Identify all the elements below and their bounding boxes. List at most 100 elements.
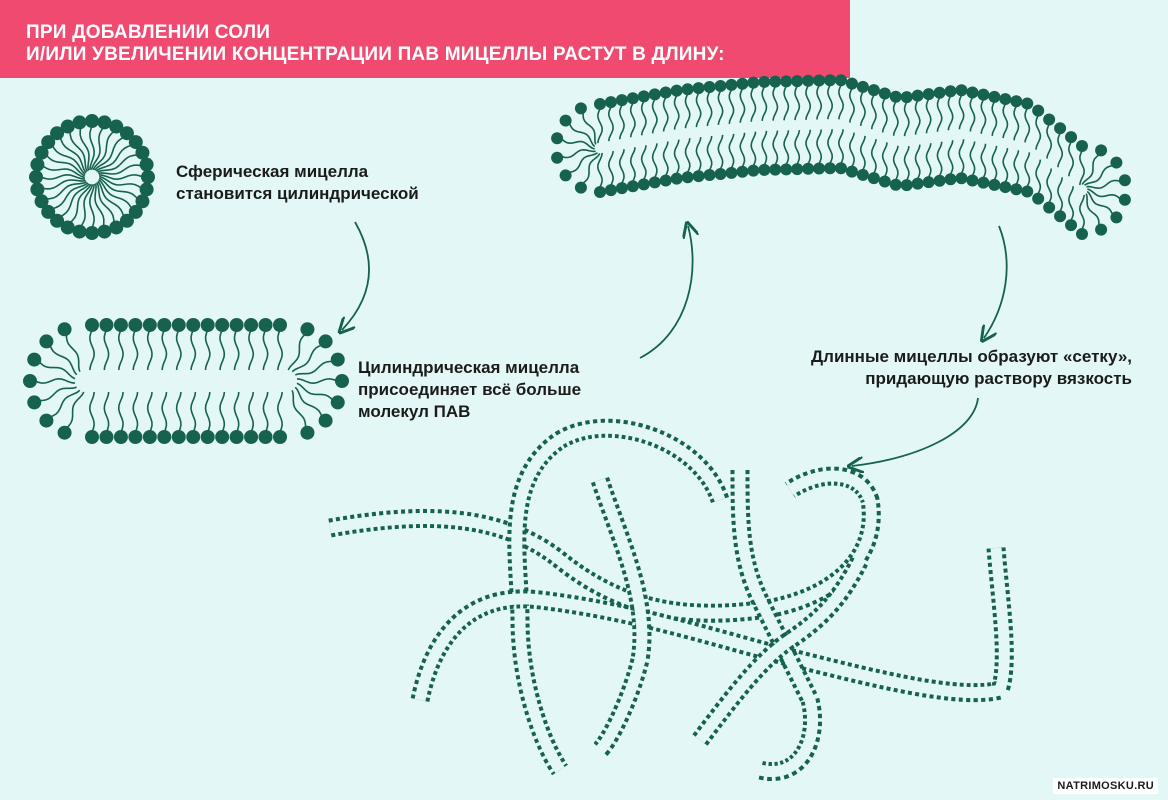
- surfactant-head: [559, 169, 572, 182]
- surfactant-head: [615, 182, 628, 195]
- arrow-cylinder-to-long: [639, 226, 693, 359]
- surfactant-head: [559, 114, 572, 127]
- surfactant-head: [1118, 193, 1131, 206]
- surfactant-tail: [88, 183, 95, 229]
- surfactant-head: [109, 220, 124, 235]
- surfactant-tail: [980, 143, 987, 179]
- surfactant-tail: [805, 85, 812, 120]
- surfactant-head: [889, 178, 902, 191]
- surfactant-head: [119, 213, 134, 228]
- surfactant-head: [725, 166, 738, 179]
- header-line-1: ПРИ ДОБАВЛЕНИИ СОЛИ: [26, 22, 271, 43]
- surfactant-head: [1021, 185, 1034, 198]
- surfactant-head: [835, 74, 847, 87]
- surfactant-head: [626, 180, 639, 193]
- surfactant-tail: [1081, 154, 1100, 185]
- surfactant-head: [119, 126, 134, 141]
- label-sphere-line-1: Сферическая мицелла: [176, 162, 369, 181]
- surfactant-tail: [103, 391, 110, 433]
- surfactant-head: [933, 86, 946, 99]
- surfactant-tail: [794, 85, 801, 121]
- surfactant-head: [999, 93, 1012, 106]
- header-line-2: И/ИЛИ УВЕЛИЧЕНИИ КОНЦЕНТРАЦИИ ПАВ МИЦЕЛЛ…: [26, 44, 725, 65]
- surfactant-head: [714, 167, 727, 180]
- surfactant-head: [85, 318, 99, 332]
- surfactant-tail: [684, 138, 691, 173]
- surfactant-head: [1110, 156, 1123, 169]
- surfactant-head: [802, 162, 815, 175]
- surfactant-head: [725, 78, 738, 91]
- strand-core: [695, 557, 865, 744]
- surfactant-head: [41, 204, 56, 219]
- surfactant-head: [626, 92, 639, 105]
- surfactant-tail: [568, 123, 596, 148]
- surfactant-tail: [1078, 194, 1085, 230]
- surfactant-head: [57, 322, 72, 337]
- surfactant-tail: [695, 136, 702, 172]
- surfactant-head: [747, 164, 760, 177]
- surfactant-tail: [296, 382, 334, 402]
- process-arrows: [342, 222, 1008, 466]
- surfactant-tail: [277, 329, 284, 371]
- surfactant-tail: [561, 148, 596, 159]
- surfactant-head: [41, 135, 56, 150]
- surfactant-tail: [1086, 179, 1121, 190]
- surfactant-head: [30, 182, 45, 197]
- surfactant-head: [1043, 201, 1056, 214]
- surfactant-tail: [827, 129, 834, 164]
- surfactant-head: [551, 132, 564, 145]
- surfactant-tail: [838, 84, 845, 120]
- surfactant-tail: [684, 93, 691, 129]
- surfactant-tail: [717, 90, 724, 126]
- surfactant-tail: [161, 391, 168, 433]
- surfactant-head: [900, 179, 913, 192]
- surfactant-head: [215, 318, 230, 332]
- surfactant-tail: [837, 129, 844, 164]
- surfactant-tail: [92, 130, 115, 171]
- surfactant-head: [955, 172, 968, 185]
- surfactant-head: [39, 413, 54, 428]
- watermark: NATRIMOSKU.RU: [1053, 778, 1158, 794]
- surfactant-tail: [175, 391, 182, 433]
- surfactant-tail: [805, 129, 812, 165]
- surfactant-head: [27, 395, 42, 410]
- surfactant-head: [988, 178, 1001, 191]
- surfactant-head: [758, 163, 771, 176]
- surfactant-head: [659, 174, 672, 187]
- surfactant-tail: [783, 85, 790, 121]
- surfactant-tail: [46, 181, 87, 200]
- network-strand: [507, 418, 730, 776]
- surfactant-tail: [1024, 152, 1031, 187]
- surfactant-tail: [969, 141, 976, 176]
- surfactant-head: [39, 334, 54, 349]
- surfactant-tail: [936, 97, 943, 132]
- surfactant-tail: [1013, 150, 1020, 185]
- surfactant-tail: [728, 133, 735, 169]
- surfactant-head: [813, 162, 826, 175]
- surfactant-tail: [794, 129, 801, 165]
- network-strand: [328, 466, 881, 623]
- surfactant-head: [977, 176, 990, 189]
- surfactant-tail: [816, 129, 823, 164]
- surfactant-tail: [903, 145, 910, 181]
- surfactant-head: [141, 170, 155, 184]
- label-net-line-1: Длинные мицеллы образуют «сетку»,: [811, 347, 1132, 366]
- surfactant-head: [911, 89, 924, 102]
- surfactant-head: [244, 318, 259, 332]
- surfactant-tail: [146, 329, 153, 371]
- header-banner: ПРИ ДОБАВЛЕНИИ СОЛИ И/ИЛИ УВЕЛИЧЕНИИ КОН…: [0, 0, 850, 78]
- surfactant-tail: [69, 131, 88, 172]
- surfactant-tail: [51, 182, 89, 210]
- surfactant-head: [714, 79, 727, 92]
- surfactant-head: [703, 169, 716, 182]
- surfactant-head: [1054, 122, 1067, 135]
- arrow-long-to-label: [984, 225, 1008, 338]
- surfactant-head: [273, 430, 287, 444]
- surfactant-head: [594, 98, 606, 110]
- surfactant-tail: [1084, 164, 1113, 186]
- micelle-network: [328, 418, 1014, 781]
- surfactant-head: [244, 430, 259, 444]
- surfactant-tail: [772, 86, 779, 121]
- surfactant-head: [1054, 210, 1067, 223]
- surfactant-tail: [1057, 177, 1064, 212]
